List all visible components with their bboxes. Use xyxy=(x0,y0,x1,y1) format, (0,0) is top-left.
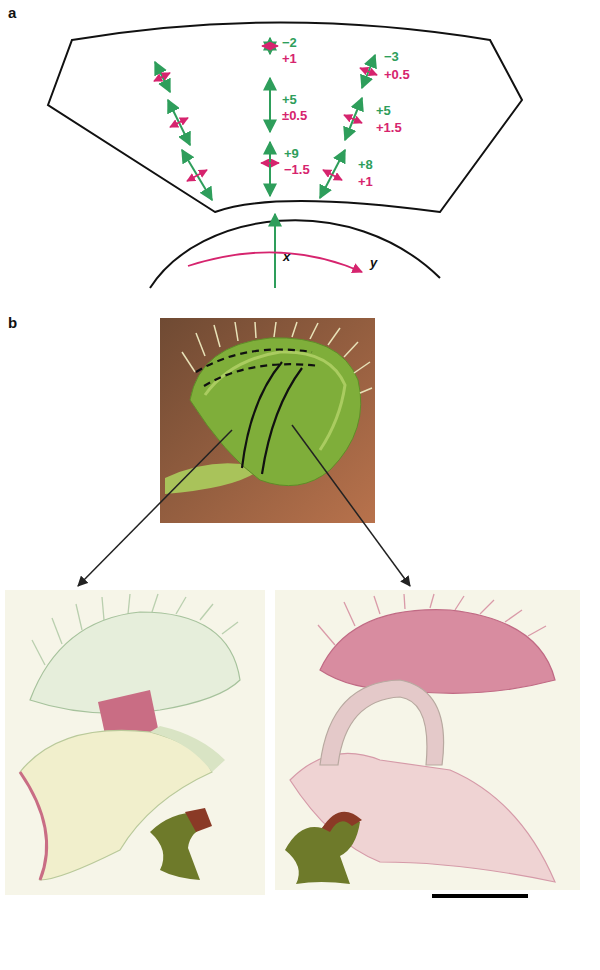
figure-part xyxy=(269,78,271,132)
strain-value: ±0.5 xyxy=(282,109,307,123)
figure-part xyxy=(345,98,362,140)
figure-part xyxy=(235,322,238,341)
leaf-outline xyxy=(48,23,522,289)
figure-part xyxy=(455,596,464,610)
figure-part xyxy=(262,45,278,47)
figure-part xyxy=(404,594,405,609)
figure-part xyxy=(170,118,188,127)
figure-part xyxy=(292,425,410,586)
pointer-arrows xyxy=(78,425,410,586)
figure-part xyxy=(285,817,360,884)
figure-part xyxy=(185,808,212,832)
figure-part xyxy=(204,364,320,386)
figure-part xyxy=(182,352,195,372)
figure-part xyxy=(320,680,444,765)
figure-part xyxy=(274,322,276,337)
figure-part xyxy=(76,604,82,630)
figure-part xyxy=(310,323,318,339)
left-drawing xyxy=(5,590,265,895)
figure-part xyxy=(154,73,170,81)
figure-part xyxy=(320,610,555,694)
strain-value: +1.5 xyxy=(376,121,402,135)
figure-part xyxy=(160,318,375,523)
figure-part xyxy=(318,625,335,645)
figure-part xyxy=(78,430,232,586)
figure-part xyxy=(262,368,302,474)
figure-part xyxy=(200,604,213,620)
figure-part xyxy=(196,333,205,356)
figure-part xyxy=(188,252,362,272)
strain-value: +1 xyxy=(282,52,297,66)
figure-part xyxy=(155,62,170,92)
figure-part xyxy=(528,626,546,636)
figure-part xyxy=(430,594,434,608)
strain-value: +8 xyxy=(358,158,373,172)
axis-label: x xyxy=(283,250,290,264)
strain-value: −1.5 xyxy=(284,163,310,177)
figure-part xyxy=(360,68,377,75)
panel-letter: a xyxy=(8,6,16,20)
figure-part xyxy=(52,618,62,644)
figure-part xyxy=(152,594,158,612)
figure-part xyxy=(32,640,45,665)
figure-part xyxy=(5,590,265,895)
strain-value: −3 xyxy=(384,50,399,64)
figure-part xyxy=(354,362,370,373)
figure-part xyxy=(187,170,207,181)
figure-part xyxy=(261,162,279,164)
figure-part xyxy=(168,100,190,145)
figure-part xyxy=(274,214,276,288)
figure-part xyxy=(150,220,440,288)
figure-part xyxy=(196,350,312,373)
figure-part xyxy=(292,322,297,337)
figure-part xyxy=(374,596,380,614)
figure-part xyxy=(275,590,580,890)
figure-part xyxy=(328,328,340,345)
figure-part xyxy=(344,342,358,357)
figure-part xyxy=(222,622,238,634)
strain-value: +5 xyxy=(282,93,297,107)
figure-part xyxy=(214,325,220,347)
figure-part xyxy=(128,594,130,614)
strain-value: +1 xyxy=(358,175,373,189)
figure-part xyxy=(320,150,345,198)
figure-part xyxy=(322,812,362,832)
figure-part xyxy=(182,322,372,393)
figure-part xyxy=(176,597,186,614)
figure-part xyxy=(48,23,522,213)
panel-letter: b xyxy=(8,316,17,330)
figure-part xyxy=(182,150,212,200)
figure-part xyxy=(20,772,47,880)
figure-part xyxy=(102,597,104,620)
figure-part xyxy=(196,350,320,475)
figure-part xyxy=(360,388,372,393)
figure-part xyxy=(323,170,342,180)
figure-part xyxy=(505,610,522,622)
strain-arrows xyxy=(154,38,377,288)
leaf-photo xyxy=(160,318,375,523)
strain-value: +5 xyxy=(376,104,391,118)
strain-value: −2 xyxy=(282,36,297,50)
figure-part xyxy=(269,142,271,196)
figure-part xyxy=(255,322,256,338)
figure-part xyxy=(150,726,225,772)
figure-part xyxy=(20,730,212,880)
figure-part xyxy=(432,894,528,898)
strain-value: +9 xyxy=(284,147,299,161)
axis-label: y xyxy=(370,256,377,270)
figure-part xyxy=(344,115,362,123)
strain-value: +0.5 xyxy=(384,68,410,82)
figure-part xyxy=(190,338,361,486)
figure-part xyxy=(480,600,494,614)
figure-part xyxy=(344,602,355,626)
right-drawing xyxy=(275,590,580,896)
